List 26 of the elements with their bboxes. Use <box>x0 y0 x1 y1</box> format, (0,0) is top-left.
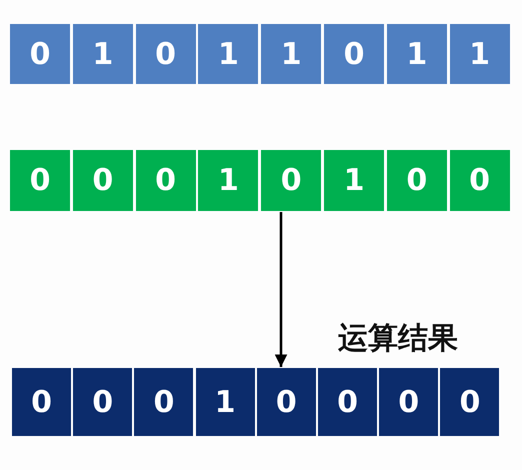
bit-cell: 1 <box>198 24 258 84</box>
bit-cell: 1 <box>196 368 255 436</box>
bit-cell: 0 <box>261 150 322 211</box>
result-label: 运算结果 <box>338 320 458 358</box>
bit-cell: 0 <box>12 368 71 436</box>
bit-cell: 0 <box>440 368 500 436</box>
bit-cell: 1 <box>261 24 322 84</box>
bit-cell: 0 <box>134 368 194 436</box>
bit-cell: 1 <box>450 24 510 84</box>
bit-cell: 1 <box>198 150 258 211</box>
bit-cell: 0 <box>73 368 132 436</box>
bit-cell: 1 <box>324 150 384 211</box>
bit-cell: 0 <box>10 150 70 211</box>
bit-cell: 0 <box>256 368 316 436</box>
bit-cell: 0 <box>136 24 196 84</box>
bit-cell: 0 <box>72 150 133 211</box>
bit-cell: 0 <box>324 24 384 84</box>
bit-cell: 0 <box>136 150 196 211</box>
bit-cell: 0 <box>450 150 510 211</box>
arrow <box>274 212 288 367</box>
bit-cell: 0 <box>379 368 438 436</box>
bit-cell: 0 <box>10 24 70 84</box>
bit-cell: 0 <box>386 150 447 211</box>
bit-cell: 0 <box>318 368 377 436</box>
bit-cell: 1 <box>386 24 447 84</box>
bit-cell: 1 <box>72 24 133 84</box>
